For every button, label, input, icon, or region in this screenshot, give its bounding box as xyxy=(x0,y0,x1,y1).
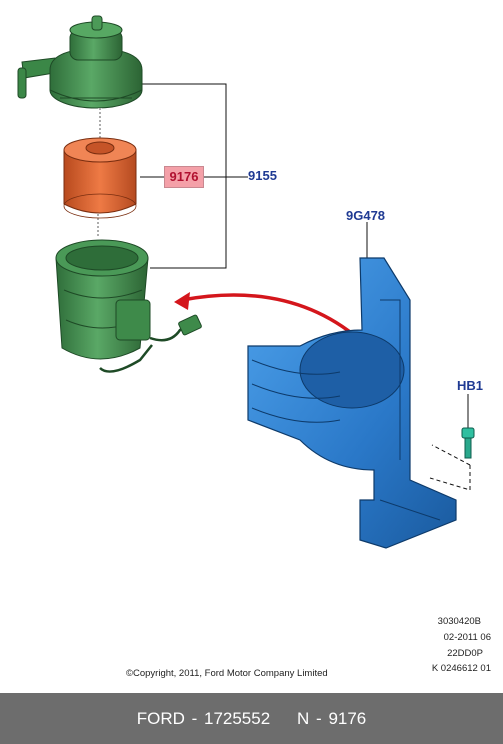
footer-part-number: FORD - 1725552 N - 9176 xyxy=(136,709,367,728)
callout-bolt[interactable]: HB1 xyxy=(457,378,484,393)
copyright-notice: ©Copyright, 2011, Ford Motor Company Lim… xyxy=(126,668,328,679)
callout-filter-element[interactable]: 9176 xyxy=(164,166,204,188)
reference-number: K 0246612 01 xyxy=(431,663,491,674)
bolt-hb1 xyxy=(461,427,475,459)
callout-fuel-filter-assembly[interactable]: 9155 xyxy=(248,168,277,183)
filter-bowl-housing xyxy=(55,239,202,373)
footer-bar: FORD - 1725552 N - 9176 xyxy=(0,693,503,744)
exploded-view-diagram xyxy=(17,15,475,549)
leader-lines xyxy=(140,83,471,491)
callout-bracket[interactable]: 9G478 xyxy=(346,208,386,223)
filter-head-cover xyxy=(17,15,143,109)
illustration-date: 02-2011 06 xyxy=(443,632,491,643)
filter-element-9176 xyxy=(63,137,137,219)
mounting-bracket-9g478 xyxy=(247,257,457,549)
engine-code: 22DD0P xyxy=(447,648,483,659)
illustration-code: 3030420B xyxy=(437,616,481,627)
